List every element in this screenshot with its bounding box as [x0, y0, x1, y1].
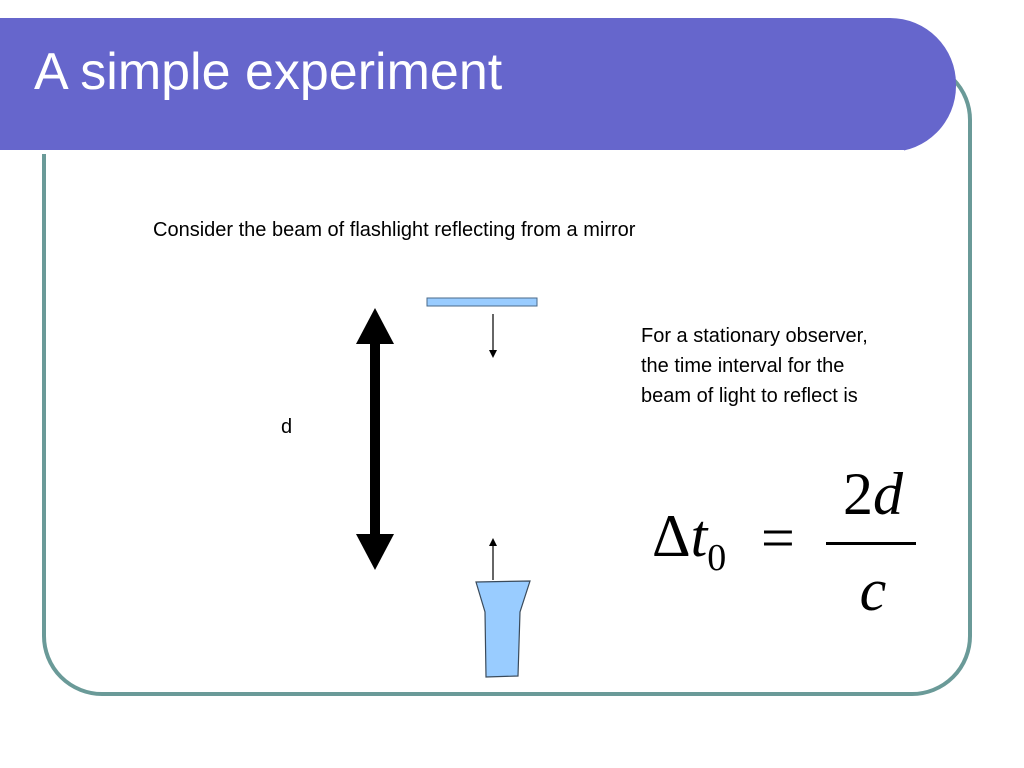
formula-equals: = [761, 505, 795, 571]
time-interval-formula: Δt0 = 2d c [648, 456, 928, 636]
formula-numerator: 2d [830, 464, 916, 524]
formula-fraction-bar [826, 542, 916, 545]
title-bar [0, 18, 956, 154]
observer-text: For a stationary observer, the time inte… [641, 321, 971, 411]
formula-lhs: Δt0 [652, 506, 726, 577]
formula-variable: t [690, 503, 708, 569]
observer-text-line: the time interval for the [641, 355, 845, 377]
formula-denominator: c [859, 557, 887, 623]
slide-title: A simple experiment [34, 43, 503, 101]
distance-label: d [281, 416, 293, 438]
intro-text: Consider the beam of flashlight reflecti… [153, 219, 636, 241]
formula-delta: Δ [652, 503, 691, 569]
observer-text-line: beam of light to reflect is [641, 385, 858, 407]
formula-numerator-coefficient: 2 [843, 461, 873, 527]
formula-subscript: 0 [707, 537, 727, 579]
observer-text-line: For a stationary observer, [641, 325, 868, 347]
title-underline [0, 150, 904, 154]
formula-numerator-variable: d [873, 461, 903, 527]
